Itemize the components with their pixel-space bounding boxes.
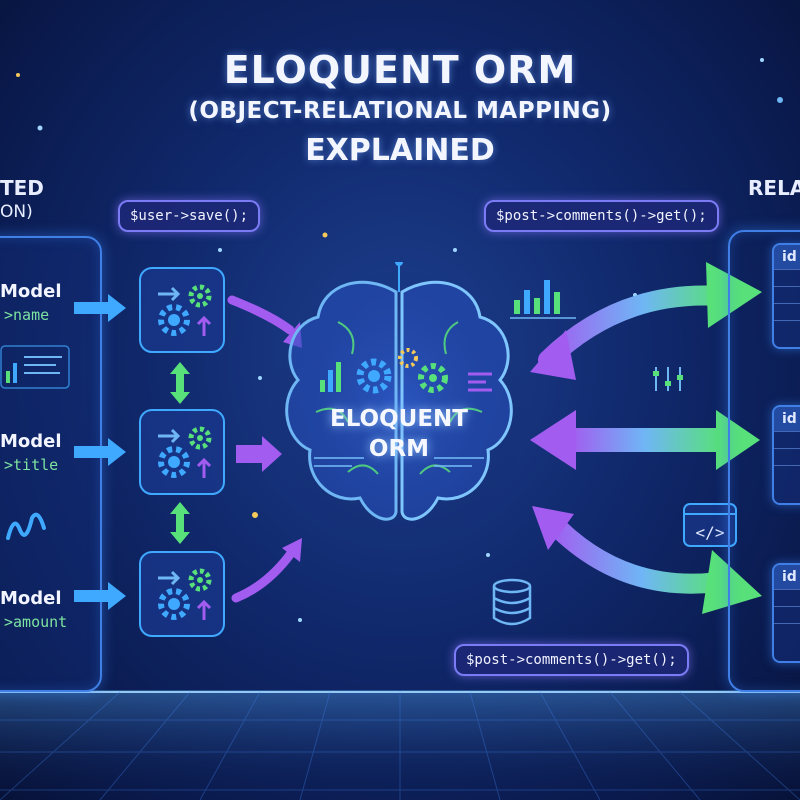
brain-label-line2: ORM [368, 436, 430, 462]
mini-chart-icon [0, 345, 70, 389]
model-prop-3: >amount [4, 613, 68, 631]
db-table-header: id [774, 565, 800, 589]
page-subtitle: (OBJECT-RELATIONAL MAPPING) [188, 98, 612, 124]
brain-icon [269, 262, 529, 547]
svg-text:</>: </> [696, 523, 725, 542]
gear-box-3 [139, 551, 225, 637]
code-bubble-comments-bottom: $post->comments()->get(); [454, 644, 689, 676]
database-icon [492, 578, 532, 626]
db-table-2: id [772, 405, 800, 505]
slider-icon [653, 367, 683, 391]
left-header-line1: TED [0, 176, 44, 200]
db-table-1: id [772, 243, 800, 349]
gear-icon [158, 284, 212, 336]
gear-box-1 [139, 267, 225, 353]
model-label-3: Model [0, 588, 62, 609]
model-prop-1: >name [4, 306, 50, 324]
wave-icon [6, 512, 46, 540]
right-header: RELA [748, 176, 800, 200]
gear-box-2 [139, 409, 225, 495]
gear-icon [158, 426, 212, 478]
page-title: ELOQUENT ORM [223, 48, 577, 92]
code-window-icon: </> [683, 503, 737, 547]
model-label-2: Model [0, 431, 62, 452]
model-label-1: Model [0, 281, 62, 302]
gear-icon [356, 348, 448, 394]
page-title-explained: EXPLAINED [305, 133, 495, 168]
model-prop-2: >title [4, 456, 59, 474]
left-header-line2: ON) [0, 202, 33, 222]
db-table-header: id [774, 407, 800, 431]
db-table-3: id [772, 563, 800, 663]
bar-chart-icon [510, 280, 576, 319]
code-bubble-save: $user->save(); [118, 200, 261, 232]
code-bubble-comments-top: $post->comments()->get(); [484, 200, 719, 232]
tables-panel [728, 230, 800, 692]
db-table-header: id [774, 245, 800, 269]
brain-label-line1: ELOQUENT [330, 406, 468, 432]
gear-icon [158, 568, 212, 620]
